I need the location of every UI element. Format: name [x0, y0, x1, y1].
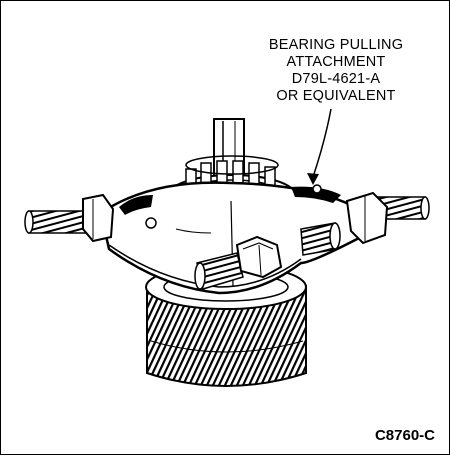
callout-leader [307, 108, 332, 185]
callout-line: D79L-4621-A [291, 71, 381, 87]
callout-line: ATTACHMENT [286, 54, 386, 70]
right-stud [300, 222, 341, 256]
callout-line: OR EQUIVALENT [276, 88, 396, 104]
left-bolt [24, 193, 115, 243]
callout-line: BEARING PULLING [268, 37, 404, 53]
figure-code: C8760-C [374, 427, 435, 444]
callout-label: BEARING PULLING ATTACHMENT D79L-4621-A O… [251, 37, 421, 105]
front-bolt [194, 235, 283, 290]
puller-plate [99, 181, 368, 295]
right-bolt [345, 191, 430, 245]
